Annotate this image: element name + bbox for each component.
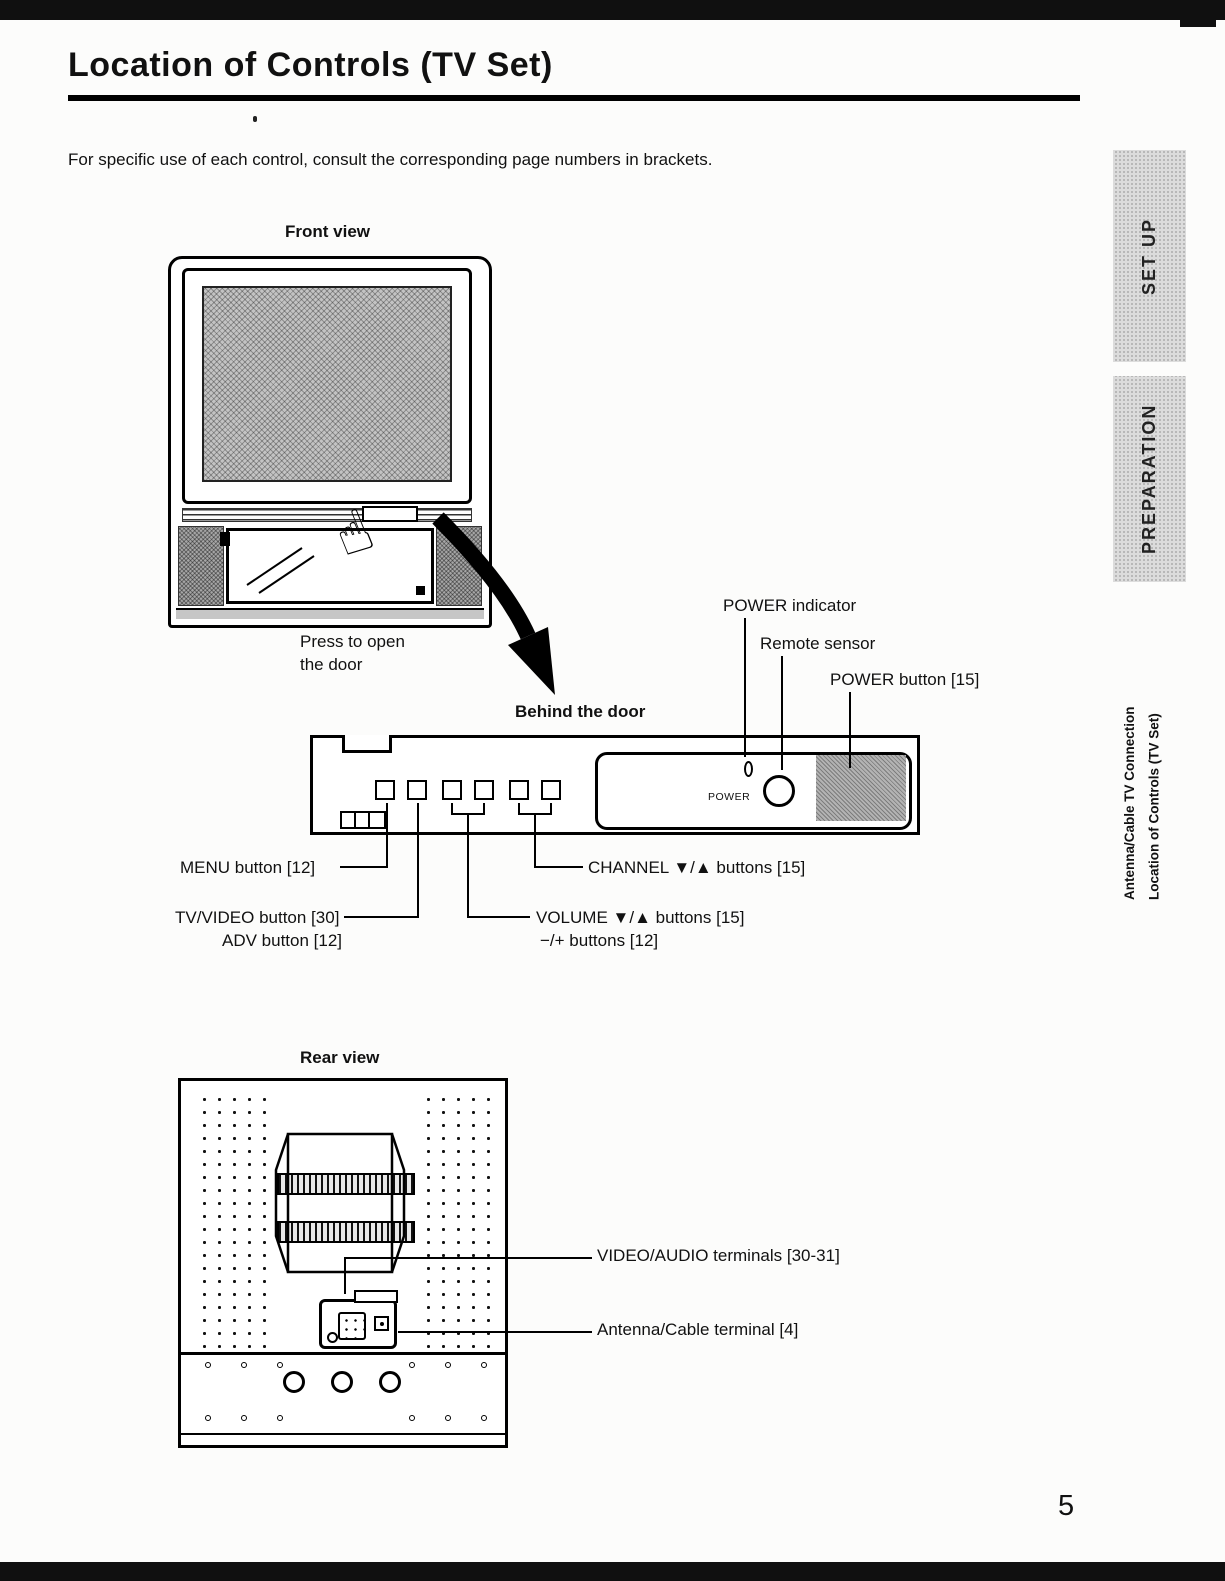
scan-artifact-dot xyxy=(253,116,257,122)
rear-vent-dots-right xyxy=(421,1093,493,1355)
rear-screw-mark xyxy=(445,1415,451,1421)
rear-screw-mark xyxy=(205,1415,211,1421)
rear-view-heading: Rear view xyxy=(300,1048,380,1067)
tv-left-speaker-panel xyxy=(178,526,224,606)
tv-screen xyxy=(202,286,452,482)
terminal-block xyxy=(319,1290,398,1349)
behind-door-heading: Behind the door xyxy=(515,702,646,721)
intro-text: For specific use of each control, consul… xyxy=(68,150,713,169)
remote-sensor-label: Remote sensor xyxy=(760,634,876,653)
crt-grille-band-top xyxy=(277,1173,415,1195)
page-number: 5 xyxy=(1058,1490,1075,1522)
rear-screw-mark xyxy=(445,1362,451,1368)
channel-down-button xyxy=(509,780,529,800)
rear-bottom-strip-line xyxy=(181,1352,505,1355)
rear-screw-mark xyxy=(409,1362,415,1368)
panel-segment-piece xyxy=(340,811,386,829)
power-indicator-label: POWER indicator xyxy=(723,596,857,615)
sidebar-caption: Antenna/Cable TV Connection Location of … xyxy=(1118,600,1167,900)
tv-front-door xyxy=(226,528,434,604)
panel-notch xyxy=(342,735,392,753)
power-button-label: POWER button [15] xyxy=(830,670,980,689)
tv-base xyxy=(176,608,484,619)
adv-button-label: ADV button [12] xyxy=(222,931,343,950)
video-audio-jack xyxy=(374,1316,389,1331)
minus-plus-buttons-label: −/+ buttons [12] xyxy=(540,931,659,950)
video-audio-terminals-label: VIDEO/AUDIO terminals [30-31] xyxy=(597,1246,840,1265)
tv-video-button-label: TV/VIDEO button [30] xyxy=(175,908,340,927)
door-latch-mark xyxy=(220,532,230,546)
rear-screw-mark xyxy=(241,1415,247,1421)
rear-foot-left xyxy=(283,1371,305,1393)
rear-screw-mark xyxy=(277,1362,283,1368)
sidebar-caption-line2: Location of Controls (TV Set) xyxy=(1146,713,1162,900)
top-right-black-square xyxy=(1180,0,1216,27)
rear-foot-right xyxy=(379,1371,401,1393)
panel-door-outline: POWER xyxy=(595,752,912,830)
rear-screw-mark xyxy=(205,1362,211,1368)
tv-front-view-diagram xyxy=(168,256,492,628)
sidebar-tab-preparation: PREPARATION xyxy=(1113,376,1186,582)
volume-buttons-label: VOLUME ▼/▲ buttons [15] xyxy=(536,908,745,927)
rear-base-line xyxy=(181,1433,505,1435)
antenna-cable-terminal-label: Antenna/Cable terminal [4] xyxy=(597,1320,799,1339)
remote-sensor xyxy=(763,775,795,807)
front-view-heading: Front view xyxy=(285,222,371,241)
power-indicator-led xyxy=(744,761,753,777)
rear-screw-mark xyxy=(409,1415,415,1421)
sidebar-tab-setup: SET UP xyxy=(1113,150,1186,362)
antenna-terminal-jack xyxy=(327,1332,338,1343)
behind-door-panel-diagram: POWER xyxy=(310,735,920,835)
power-button xyxy=(816,755,906,821)
tv-video-adv-button xyxy=(407,780,427,800)
rear-screw-mark xyxy=(241,1362,247,1368)
top-black-bar xyxy=(0,0,1225,20)
antenna-terminal-pins xyxy=(338,1312,366,1340)
arrow-head-icon xyxy=(508,627,555,695)
door-corner-mark xyxy=(416,586,425,595)
volume-down-button xyxy=(442,780,462,800)
tv-right-speaker-panel xyxy=(436,526,482,606)
menu-button-label: MENU button [12] xyxy=(180,858,316,877)
channel-buttons-label: CHANNEL ▼/▲ buttons [15] xyxy=(588,858,806,877)
tv-rear-view-diagram xyxy=(178,1078,508,1448)
sidebar-caption-line1: Antenna/Cable TV Connection xyxy=(1122,706,1137,900)
press-note-line1: Press to open xyxy=(300,632,405,651)
menu-button xyxy=(375,780,395,800)
door-open-button xyxy=(362,506,418,522)
rear-vent-dots-left xyxy=(197,1093,269,1355)
crt-grille-band-bottom xyxy=(277,1221,415,1243)
rear-screw-mark xyxy=(277,1415,283,1421)
terminal-block-tab xyxy=(354,1290,398,1303)
power-caption: POWER xyxy=(708,791,751,803)
rear-screw-mark xyxy=(481,1362,487,1368)
volume-up-button xyxy=(474,780,494,800)
bottom-black-bar xyxy=(0,1562,1225,1581)
press-note-line2: the door xyxy=(300,655,363,674)
rear-foot-center xyxy=(331,1371,353,1393)
rear-screw-mark xyxy=(481,1415,487,1421)
page-title: Location of Controls (TV Set) xyxy=(68,46,1080,101)
channel-up-button xyxy=(541,780,561,800)
